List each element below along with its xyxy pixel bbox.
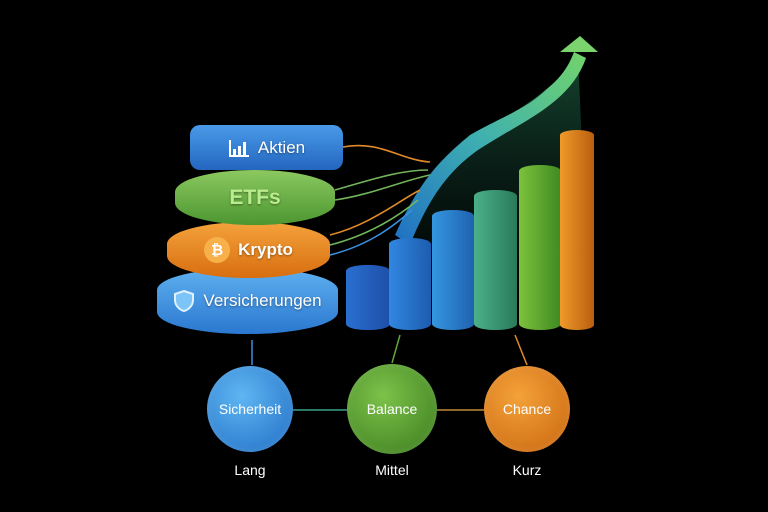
layer-versicherungen: Versicherungen: [157, 268, 338, 334]
bar-1: [346, 265, 390, 330]
profile-label: Sicherheit: [218, 401, 282, 417]
horizon-lang: Lang: [234, 462, 266, 478]
profile-label: Chance: [502, 401, 552, 417]
layer-etfs: ETFs: [175, 170, 335, 225]
layer-label: ETFs: [229, 185, 281, 209]
bar-chart-icon: [228, 138, 250, 158]
shield-icon: [173, 289, 195, 313]
profile-balance: Balance: [347, 364, 437, 454]
profile-sicherheit: Sicherheit: [207, 366, 293, 452]
bar-4: [474, 190, 517, 330]
arrow-head-icon: [560, 36, 598, 52]
bar-2: [389, 238, 431, 330]
layer-label: Versicherungen: [203, 291, 322, 310]
layer-krypto: ₿ Krypto: [167, 222, 330, 278]
bar-3: [432, 210, 474, 330]
bar-5: [519, 165, 561, 330]
layer-label: Aktien: [257, 137, 306, 157]
layer-label: Krypto: [238, 240, 293, 259]
connector-lines: [329, 144, 431, 256]
bitcoin-icon: ₿: [204, 237, 231, 263]
horizon-kurz: Kurz: [512, 462, 542, 478]
growth-arrow-ribbon: [395, 52, 586, 245]
profile-chance: Chance: [484, 366, 570, 452]
profile-label: Balance: [366, 401, 418, 417]
horizon-mittel: Mittel: [375, 462, 409, 478]
layer-aktien: Aktien: [190, 125, 343, 170]
bar-6: [560, 130, 594, 330]
